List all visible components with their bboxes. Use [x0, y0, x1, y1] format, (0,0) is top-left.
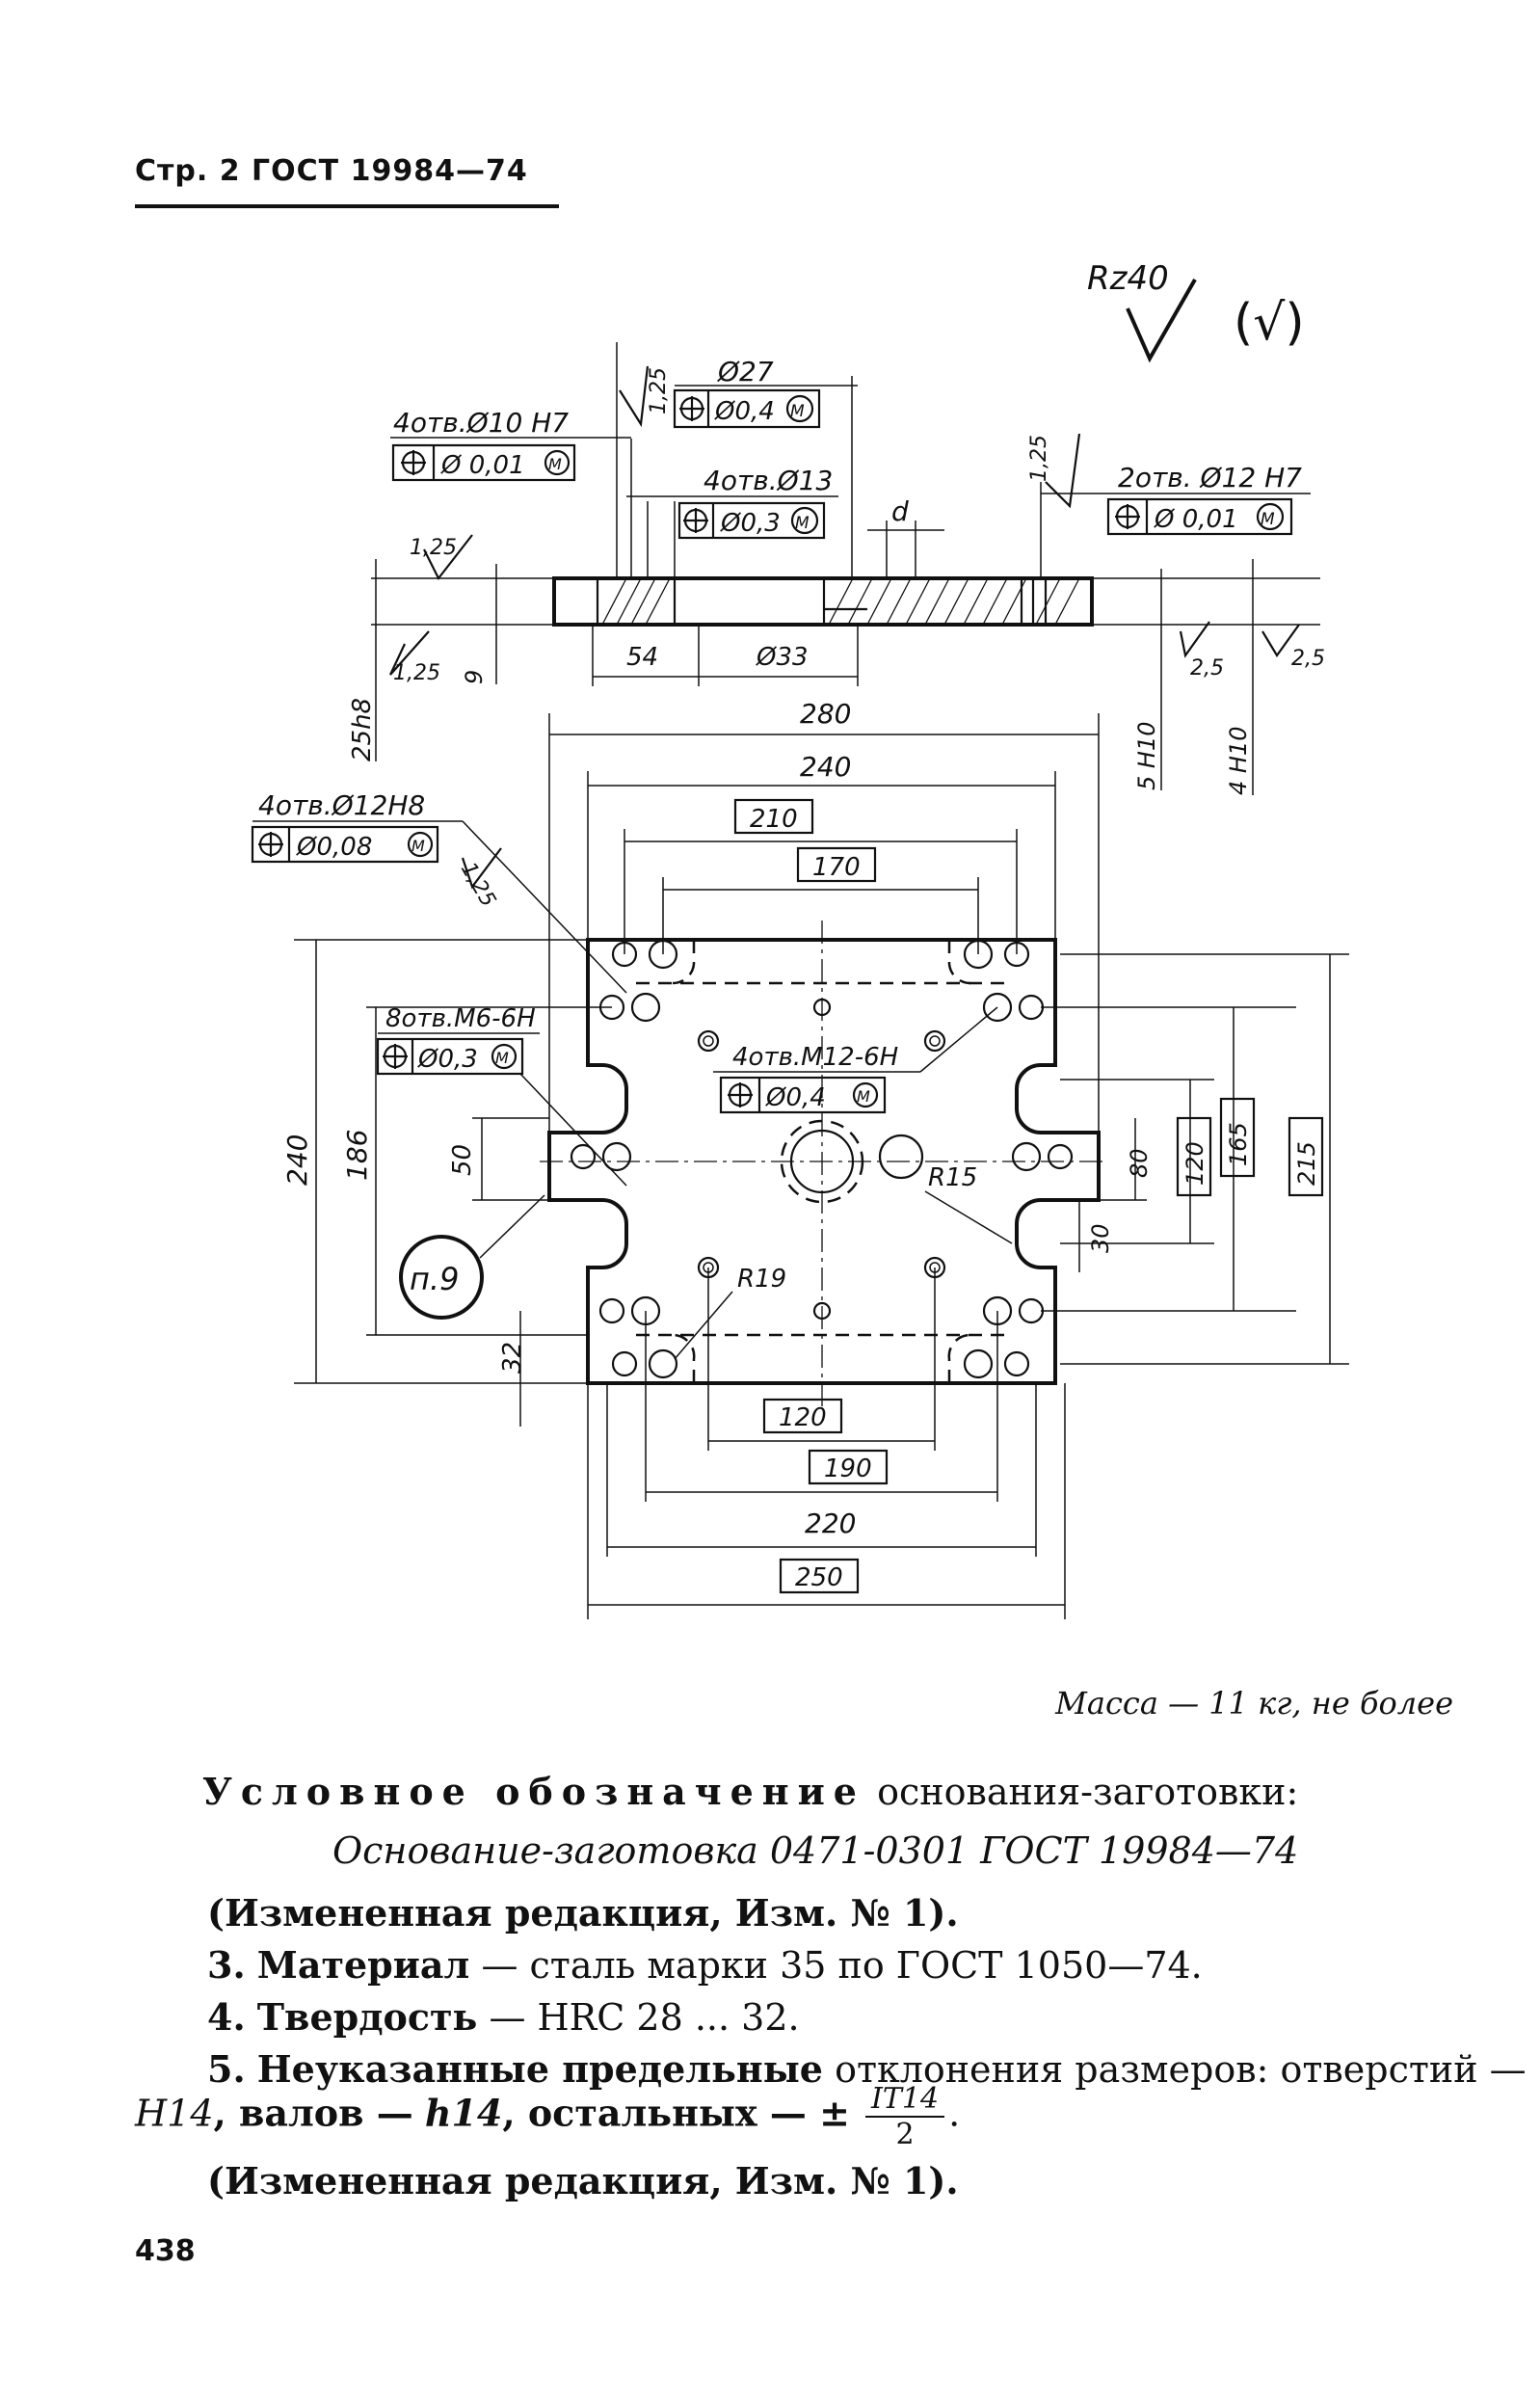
designation-title: Условное обозначение основания-заготовки… [202, 1770, 1298, 1813]
roughness-symbol: Rz40 (√) [1087, 259, 1305, 363]
dim-54: 54 [626, 643, 658, 672]
dim-215: 215 [1293, 1141, 1320, 1186]
tol-dia27: Ø0,4 [714, 397, 775, 426]
tol-h14: H14 [135, 2092, 214, 2135]
item-5-text: отклонения размеров: отверстий — [835, 2048, 1527, 2091]
revision-note-2: (Измененная редакция, Изм. № 1). [207, 2159, 959, 2202]
dim-250: 250 [795, 1563, 843, 1592]
label-r15: R15 [928, 1163, 977, 1192]
svg-text:M: M [548, 455, 562, 473]
roughness-main-label: Rz40 [1087, 259, 1169, 298]
item-5-num: 5. [207, 2047, 246, 2091]
tol-end: . [948, 2092, 961, 2135]
svg-text:M: M [857, 1087, 870, 1106]
label-hole-4x12h8: 4отв.Ø12H8 [258, 789, 425, 821]
dim-4h10: 4 H10 [1225, 727, 1252, 795]
dim-32: 32 [498, 1342, 527, 1374]
tol-rest: , остальных — ± [502, 2091, 850, 2135]
dim-220: 220 [805, 1508, 856, 1539]
page-header: Стр. 2 ГОСТ 19984—74 [135, 154, 528, 188]
item-3: 3. Материал — сталь марки 35 по ГОСТ 105… [207, 1943, 1203, 1987]
roughness-25-b: 2,5 [1291, 647, 1325, 671]
roughness-paren: (√) [1234, 294, 1305, 352]
svg-text:M: M [790, 402, 805, 421]
roughness-125-a: 1,25 [410, 536, 457, 560]
tolerance-fraction: IT14 2 [865, 2082, 945, 2151]
note-label: п.9 [410, 1261, 459, 1297]
dim-25h8: 25h8 [348, 698, 377, 761]
dim-165: 165 [1225, 1122, 1252, 1166]
tol-hole-4x12h8: Ø0,08 [296, 833, 372, 862]
label-d: d [891, 495, 909, 527]
tol-shaft-h14: h14 [424, 2091, 503, 2135]
label-hole-4x10: 4отв.Ø10 H7 [393, 407, 569, 439]
svg-text:M: M [1261, 510, 1275, 529]
dim-240-left: 240 [281, 1134, 313, 1186]
header-rule [135, 204, 559, 208]
dim-240-top: 240 [800, 751, 851, 783]
fraction-numerator: IT14 [865, 2082, 945, 2118]
item-3-text: — сталь марки 35 по ГОСТ 1050—74. [481, 1944, 1203, 1987]
dim-190: 190 [824, 1455, 872, 1483]
item-3-num: 3. [207, 1943, 246, 1987]
label-thread-4xm12: 4отв.М12-6Н [732, 1043, 898, 1072]
label-thread-8xm6: 8отв.М6-6Н [385, 1004, 536, 1033]
tol-thread-8xm6: Ø0,3 [417, 1045, 478, 1074]
svg-text:M: M [412, 837, 425, 855]
item-4-term: Твердость [256, 1995, 478, 2039]
dim-170: 170 [812, 853, 861, 882]
dim-80: 80 [1126, 1148, 1153, 1178]
svg-text:M: M [495, 1049, 509, 1067]
mass-note: Масса — 11 кг, не более [1055, 1685, 1453, 1721]
item-4: 4. Твердость — HRC 28 ... 32. [207, 1995, 800, 2039]
dim-33: Ø33 [756, 643, 809, 672]
tol-hole-4x10: Ø 0,01 [440, 451, 525, 480]
item-4-num: 4. [207, 1995, 246, 2039]
dim-280: 280 [800, 698, 851, 730]
designation-rest: основания-заготовки: [877, 1771, 1299, 1813]
roughness-125-e: 1,25 [456, 859, 500, 912]
dim-120-bottom: 120 [779, 1403, 827, 1432]
label-hole-4x13: 4отв.Ø13 [704, 465, 833, 496]
roughness-125-c: 1,25 [647, 367, 671, 414]
item-5-term: Неуказанные предельные [256, 2047, 823, 2091]
dim-9: 9 [461, 670, 488, 684]
revision-note-1: (Измененная редакция, Изм. № 1). [207, 1891, 959, 1935]
tol-hole-4x13: Ø0,3 [720, 509, 781, 538]
section-view: 54 Ø33 25h8 9 5 H10 4 H10 1,25 1,25 2,5 … [348, 342, 1325, 795]
roughness-125-d: 1,25 [1027, 435, 1051, 482]
dim-120-right: 120 [1182, 1141, 1208, 1186]
dim-5h10: 5 H10 [1133, 722, 1160, 790]
tol-mid: , валов — [213, 2091, 413, 2135]
designation-spaced: Условное обозначение [202, 1770, 865, 1813]
tol-thread-4xm12: Ø0,4 [765, 1083, 826, 1112]
technical-drawing: Rz40 (√) [251, 259, 1349, 1619]
item-4-text: — HRC 28 ... 32. [489, 1996, 800, 2039]
dim-50: 50 [448, 1144, 477, 1176]
note-circle [399, 1235, 484, 1320]
svg-text:M: M [795, 514, 810, 533]
item-3-term: Материал [256, 1943, 470, 1987]
plan-view: 280 240 210 170 4отв.Ø12H8 Ø0,08 M 1,25 … [251, 698, 1349, 1619]
item-5-continuation: H14, валов — h14, остальных — ± IT14 2 . [135, 2082, 960, 2151]
dim-210: 210 [750, 805, 798, 834]
label-r19: R19 [737, 1265, 786, 1294]
tol-hole-2x12: Ø 0,01 [1154, 505, 1238, 534]
label-dia27: Ø27 [717, 356, 774, 387]
fraction-denominator: 2 [895, 2118, 915, 2151]
roughness-125-b: 1,25 [393, 661, 440, 685]
roughness-25-a: 2,5 [1190, 656, 1224, 681]
page-number: 438 [135, 2234, 196, 2268]
dim-186: 186 [341, 1130, 373, 1181]
item-5: 5. Неуказанные предельные отклонения раз… [207, 2047, 1527, 2091]
label-hole-2x12: 2отв. Ø12 H7 [1118, 462, 1302, 494]
dim-30: 30 [1087, 1223, 1114, 1253]
designation-value: Основание-заготовка 0471-0301 ГОСТ 19984… [332, 1829, 1299, 1872]
